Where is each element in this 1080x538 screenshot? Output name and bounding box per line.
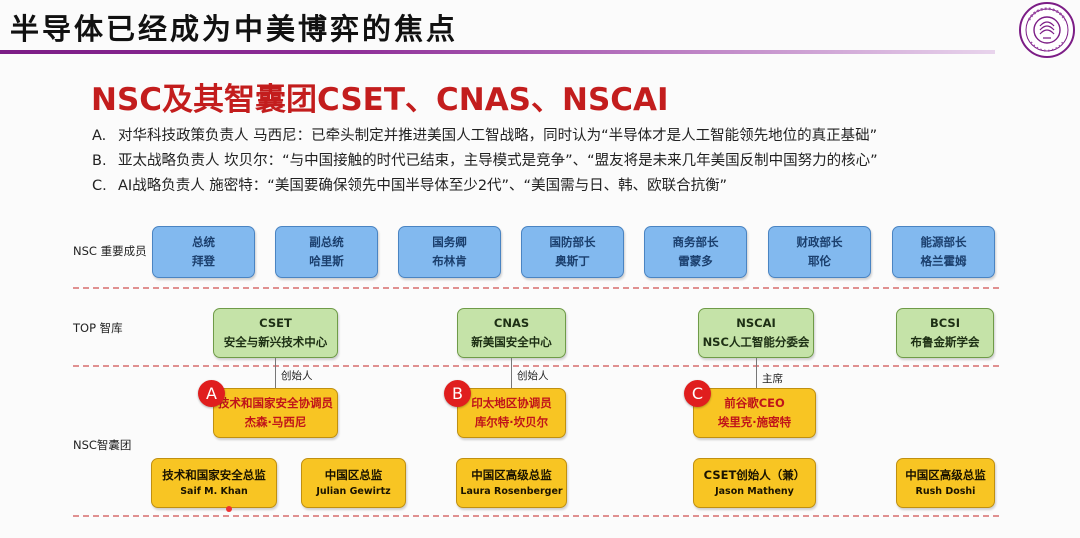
- nsc-member-box: 财政部长 耶伦: [768, 226, 871, 278]
- think-tank-name: CNAS: [493, 316, 530, 330]
- think-tank-desc: 新美国安全中心: [471, 335, 552, 349]
- header-divider: [0, 50, 995, 54]
- member-title: 副总统: [309, 235, 344, 249]
- leader-box-b: 印太地区协调员 库尔特·坎贝尔: [457, 388, 566, 438]
- row-divider: [73, 287, 999, 289]
- header-title: 半导体已经成为中美博弈的焦点: [10, 12, 459, 46]
- point-text: 对华科技政策负责人 马西尼：已牵头制定并推进美国人工智战略，同时认为“半导体才是…: [118, 128, 878, 144]
- staff-box: 中国区总监 Julian Gewirtz: [301, 458, 406, 508]
- staff-name: Julian Gewirtz: [316, 486, 391, 497]
- point-marker: A.: [92, 128, 107, 144]
- point-marker: C.: [92, 178, 107, 194]
- connector-label: 主席: [762, 373, 783, 385]
- leader-role: 前谷歌CEO: [724, 396, 785, 410]
- nsc-member-box: 总统 拜登: [152, 226, 255, 278]
- staff-name: Saif M. Khan: [180, 486, 248, 497]
- member-title: 能源部长: [920, 235, 967, 249]
- point-marker: B.: [92, 153, 107, 169]
- staff-box: 中国区高级总监 Rush Doshi: [896, 458, 995, 508]
- point-text: AI战略负责人 施密特：“美国要确保领先中国半导体至少2代”、“美国需与日、韩、…: [118, 178, 728, 194]
- leader-box-a: 技术和国家安全协调员 杰森·马西尼: [213, 388, 338, 438]
- key-points: A. 对华科技政策负责人 马西尼：已牵头制定并推进美国人工智战略，同时认为“半导体…: [92, 124, 878, 199]
- staff-role: 中国区高级总监: [905, 468, 986, 482]
- leader-role: 技术和国家安全协调员: [218, 396, 333, 410]
- think-tank-desc: 布鲁金斯学会: [910, 335, 980, 349]
- point-text: 亚太战略负责人 坎贝尔：“与中国接触的时代已结束，主导模式是竞争”、“盟友将是未…: [118, 153, 878, 169]
- think-tank-box: BCSI 布鲁金斯学会: [896, 308, 994, 358]
- row-label-top: TOP 智库: [73, 321, 123, 335]
- connector-line: [756, 358, 757, 388]
- connector-line: [275, 358, 276, 388]
- connector-line: [511, 358, 512, 388]
- badge-c: C: [684, 380, 711, 407]
- leader-name: 杰森·马西尼: [244, 415, 307, 429]
- university-seal-icon: [1019, 2, 1075, 58]
- point-c: C. AI战略负责人 施密特：“美国要确保领先中国半导体至少2代”、“美国需与日、…: [92, 174, 878, 199]
- main-title: NSC及其智囊团CSET、CNAS、NSCAI: [91, 82, 669, 118]
- badge-a: A: [198, 380, 225, 407]
- point-b: B. 亚太战略负责人 坎贝尔：“与中国接触的时代已结束，主导模式是竞争”、“盟友将…: [92, 149, 878, 174]
- think-tank-name: BCSI: [930, 316, 960, 330]
- nsc-member-box: 国务卿 布林肯: [398, 226, 501, 278]
- row-divider: [73, 365, 999, 367]
- staff-box: 技术和国家安全总监 Saif M. Khan: [151, 458, 277, 508]
- member-name: 布林肯: [432, 254, 467, 268]
- nsc-member-box: 商务部长 雷蒙多: [644, 226, 747, 278]
- connector-label: 创始人: [281, 370, 313, 382]
- staff-name: Laura Rosenberger: [460, 486, 563, 497]
- member-name: 格兰霍姆: [920, 254, 967, 268]
- member-name: 雷蒙多: [678, 254, 713, 268]
- row-label-team: NSC智囊团: [73, 438, 132, 452]
- staff-box: 中国区高级总监 Laura Rosenberger: [456, 458, 567, 508]
- member-name: 哈里斯: [309, 254, 344, 268]
- connector-label: 创始人: [517, 370, 549, 382]
- row-label-nsc: NSC 重要成员: [73, 244, 147, 258]
- think-tank-box: CSET 安全与新兴技术中心: [213, 308, 338, 358]
- member-name: 耶伦: [808, 254, 831, 268]
- staff-role: 中国区高级总监: [471, 468, 552, 482]
- badge-b: B: [444, 380, 471, 407]
- think-tank-box: CNAS 新美国安全中心: [457, 308, 566, 358]
- leader-name: 库尔特·坎贝尔: [474, 415, 549, 429]
- member-title: 国防部长: [549, 235, 596, 249]
- staff-role: CSET创始人（兼）: [703, 468, 806, 482]
- member-name: 奥斯丁: [555, 254, 590, 268]
- staff-name: Rush Doshi: [915, 486, 976, 497]
- think-tank-name: CSET: [259, 316, 292, 330]
- think-tank-desc: NSC人工智能分委会: [702, 335, 810, 349]
- member-title: 国务卿: [432, 235, 467, 249]
- staff-role: 技术和国家安全总监: [162, 468, 266, 482]
- row-divider: [73, 515, 999, 517]
- leader-box-c: 前谷歌CEO 埃里克·施密特: [693, 388, 816, 438]
- staff-name: Jason Matheny: [715, 486, 794, 497]
- member-title: 商务部长: [672, 235, 719, 249]
- member-title: 总统: [192, 235, 215, 249]
- think-tank-desc: 安全与新兴技术中心: [223, 335, 328, 349]
- staff-role: 中国区总监: [324, 468, 383, 482]
- think-tank-box: NSCAI NSC人工智能分委会: [698, 308, 814, 358]
- staff-box: CSET创始人（兼） Jason Matheny: [693, 458, 816, 508]
- member-name: 拜登: [192, 254, 215, 268]
- pointer-dot: [226, 506, 232, 512]
- nsc-member-box: 能源部长 格兰霍姆: [892, 226, 995, 278]
- nsc-member-box: 副总统 哈里斯: [275, 226, 378, 278]
- leader-role: 印太地区协调员: [471, 396, 552, 410]
- nsc-member-box: 国防部长 奥斯丁: [521, 226, 624, 278]
- member-title: 财政部长: [796, 235, 843, 249]
- think-tank-name: NSCAI: [736, 316, 776, 330]
- point-a: A. 对华科技政策负责人 马西尼：已牵头制定并推进美国人工智战略，同时认为“半导体…: [92, 124, 878, 149]
- leader-name: 埃里克·施密特: [717, 415, 792, 429]
